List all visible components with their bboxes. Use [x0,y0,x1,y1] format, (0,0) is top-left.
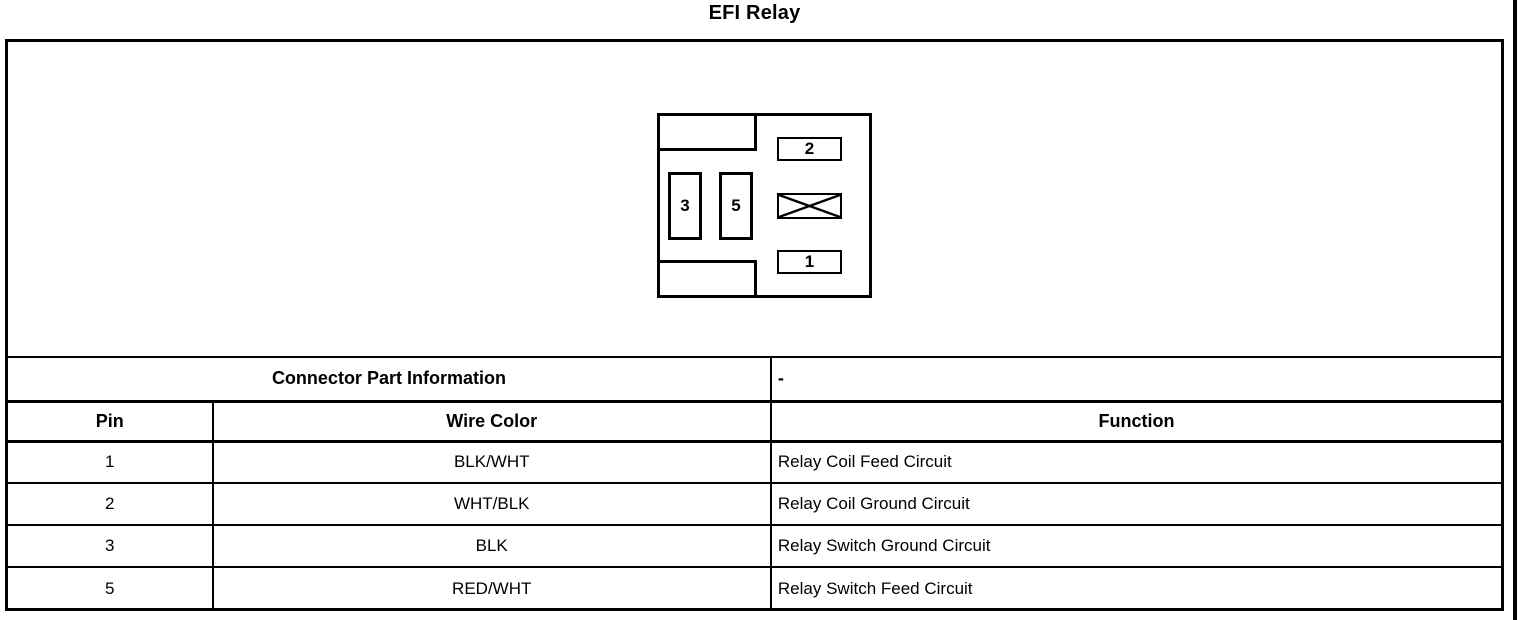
page-edge-rule [1513,0,1517,620]
connector-diagram-area: 3 5 2 1 [8,42,1501,356]
pinout-table: Connector Part Information - Pin Wire Co… [8,356,1501,609]
pin-cell: 1 [8,440,214,484]
pin-cavity-5: 5 [719,172,753,240]
pin-cavity-3: 3 [668,172,702,240]
figure-frame: 3 5 2 1 [5,39,1504,611]
wire-color-cell: BLK/WHT [211,440,772,484]
wire-color-cell: RED/WHT [211,566,772,609]
header-pin: Pin [8,400,214,443]
header-wire-color: Wire Color [211,400,772,443]
table-row: 2 WHT/BLK Relay Coil Ground Circuit [8,482,1501,526]
figure-title: EFI Relay [708,2,801,24]
pin-cavity-2: 2 [777,137,842,161]
connector-part-info-value: - [769,356,1501,403]
connector-keyway-top [660,116,757,151]
function-cell: Relay Coil Feed Circuit [769,440,1501,484]
pin-cavity-5-label: 5 [731,196,741,215]
connector-part-info-row: Connector Part Information - [8,356,1501,403]
connector-part-info-label: Connector Part Information [8,356,772,403]
function-cell: Relay Switch Feed Circuit [769,566,1501,609]
pin-cell: 3 [8,524,214,568]
connector-end-view: 3 5 2 1 [657,113,872,298]
pin-cell: 2 [8,482,214,526]
table-row: 1 BLK/WHT Relay Coil Feed Circuit [8,440,1501,484]
pin-cell: 5 [8,566,214,609]
wire-color-cell: WHT/BLK [211,482,772,526]
pin-cavity-3-label: 3 [680,196,690,215]
function-cell: Relay Switch Ground Circuit [769,524,1501,568]
connector-keyway-bottom [660,260,757,295]
wire-color-cell: BLK [211,524,772,568]
crossed-out-cavity-icon [777,193,842,219]
table-header-row: Pin Wire Color Function [8,400,1501,443]
pin-cavity-2-label: 2 [804,139,815,158]
table-row: 3 BLK Relay Switch Ground Circuit [8,524,1501,568]
pin-cavity-1-label: 1 [804,252,815,271]
function-cell: Relay Coil Ground Circuit [769,482,1501,526]
table-row: 5 RED/WHT Relay Switch Feed Circuit [8,566,1501,609]
header-function: Function [769,400,1501,443]
pin-cavity-1: 1 [777,250,842,274]
